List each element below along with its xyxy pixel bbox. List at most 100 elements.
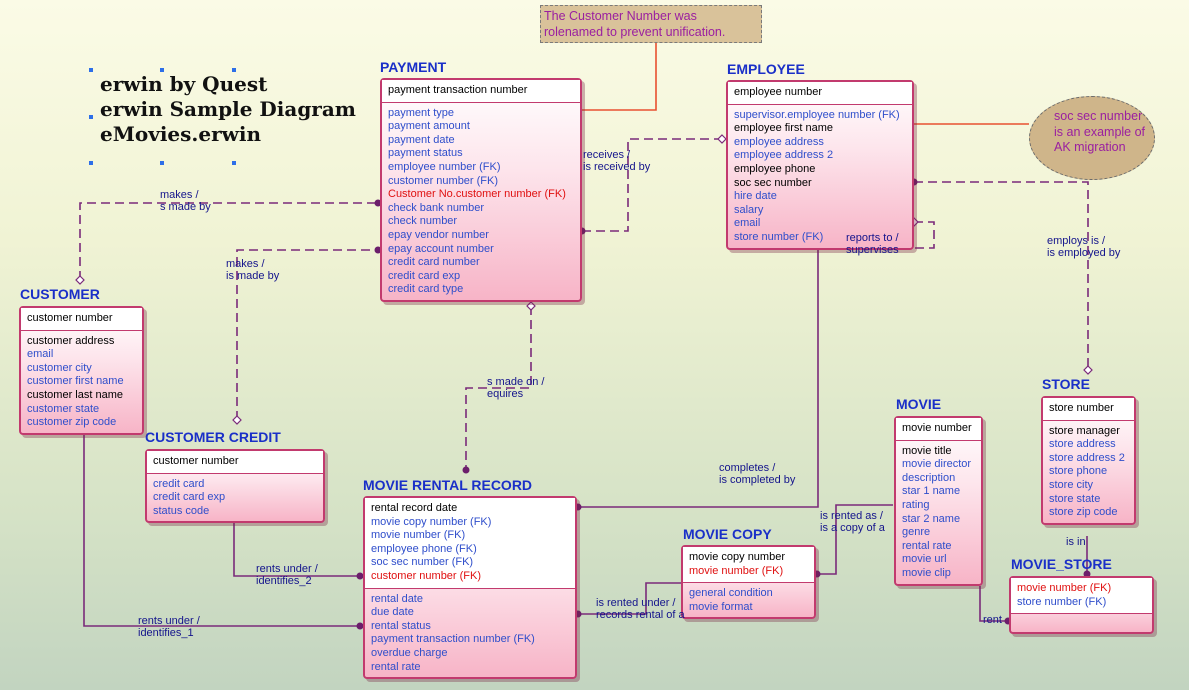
banner-line: eMovies.erwin: [100, 122, 261, 146]
attribute[interactable]: rental rate: [371, 660, 421, 673]
attribute[interactable]: soc sec number: [734, 176, 812, 189]
attribute[interactable]: hire date: [734, 190, 777, 203]
attribute[interactable]: store address: [1049, 438, 1116, 451]
attribute[interactable]: employee address: [734, 135, 824, 148]
attribute[interactable]: customer zip code: [27, 416, 117, 429]
attribute[interactable]: store phone: [1049, 465, 1108, 478]
attribute[interactable]: store state: [1049, 492, 1101, 505]
key-attribute[interactable]: employee phone (FK): [371, 542, 477, 555]
rel-label-line: is received by: [583, 161, 651, 173]
attribute[interactable]: payment status: [388, 147, 463, 160]
attribute[interactable]: customer state: [27, 402, 100, 415]
attribute[interactable]: due date: [371, 606, 414, 619]
attribute[interactable]: employee address 2: [734, 149, 834, 162]
attribute[interactable]: supervisor.employee number (FK): [734, 108, 900, 121]
attribute[interactable]: rating: [902, 498, 930, 511]
banner-line: erwin by Quest: [100, 72, 268, 96]
entity-movie-store[interactable]: movie number (FK)store number (FK): [1009, 576, 1154, 634]
rel-movie-moviestore: [979, 586, 1008, 622]
key-attribute[interactable]: customer number: [27, 312, 113, 324]
attribute[interactable]: credit card exp: [153, 491, 226, 504]
attribute[interactable]: payment date: [388, 133, 455, 146]
key-attribute[interactable]: soc sec number (FK): [371, 556, 474, 569]
primary-key-section: store number: [1043, 398, 1134, 421]
attribute[interactable]: genre: [902, 526, 931, 539]
attribute[interactable]: payment transaction number (FK): [371, 633, 535, 646]
attribute[interactable]: general condition: [689, 587, 773, 600]
attribute[interactable]: store zip code: [1049, 506, 1118, 519]
attribute[interactable]: movie url: [902, 553, 947, 566]
key-attribute[interactable]: movie number (FK): [689, 564, 784, 577]
attribute[interactable]: employee first name: [734, 122, 834, 135]
attribute[interactable]: credit card: [153, 477, 205, 490]
attribute[interactable]: movie title: [902, 444, 952, 457]
key-attribute[interactable]: customer number (FK): [371, 569, 482, 582]
note-soc-sec[interactable]: soc sec number is an example of AK migra…: [1029, 96, 1155, 180]
key-attribute[interactable]: employee number: [734, 86, 823, 98]
attribute[interactable]: Customer No.customer number (FK): [388, 188, 566, 201]
key-attribute[interactable]: rental record date: [371, 502, 458, 514]
rel-label-line: makes /: [226, 258, 265, 270]
attribute[interactable]: employee number (FK): [388, 160, 501, 173]
key-attribute[interactable]: movie number: [902, 422, 972, 434]
attribute[interactable]: customer city: [27, 361, 92, 374]
attribute[interactable]: store address 2: [1049, 451, 1125, 464]
attribute[interactable]: salary: [734, 203, 764, 216]
attribute[interactable]: customer first name: [27, 375, 124, 388]
note-line: AK migration: [1054, 140, 1126, 154]
entity-employee[interactable]: employee number supervisor.employee numbe…: [726, 80, 914, 250]
attribute[interactable]: rental date: [371, 592, 423, 605]
attribute[interactable]: customer last name: [27, 388, 123, 401]
key-attribute[interactable]: movie copy number: [689, 551, 785, 563]
attribute[interactable]: credit card exp: [388, 269, 461, 282]
attribute[interactable]: movie format: [689, 600, 753, 613]
note-customer-number[interactable]: The Customer Number was rolenamed to pre…: [540, 5, 762, 43]
attribute[interactable]: star 2 name: [902, 512, 961, 525]
attribute[interactable]: star 1 name: [902, 485, 961, 498]
rel-label-line: is employed by: [1047, 247, 1121, 259]
attribute[interactable]: status code: [153, 504, 210, 517]
attribute[interactable]: store number (FK): [734, 230, 824, 243]
attribute[interactable]: overdue charge: [371, 646, 448, 659]
key-attribute[interactable]: store number: [1049, 402, 1114, 414]
attribute[interactable]: epay vendor number: [388, 228, 489, 241]
rel-label-line: is rented as /: [820, 510, 883, 522]
attribute[interactable]: email: [734, 217, 761, 230]
key-attribute[interactable]: movie copy number (FK): [371, 515, 492, 528]
note-line: rolenamed to prevent unification.: [544, 25, 726, 39]
attribute[interactable]: payment amount: [388, 120, 470, 133]
key-attribute[interactable]: customer number: [153, 455, 239, 467]
attribute[interactable]: epay account number: [388, 242, 494, 255]
attribute[interactable]: credit card type: [388, 283, 464, 296]
attribute[interactable]: email: [27, 348, 54, 361]
attribute[interactable]: rental rate: [902, 539, 952, 552]
attribute[interactable]: description: [902, 471, 956, 484]
rel-copy-rental: [578, 582, 683, 615]
attribute[interactable]: rental status: [371, 619, 431, 632]
attribute[interactable]: payment type: [388, 106, 455, 119]
attribute[interactable]: customer number (FK): [388, 174, 499, 187]
attribute[interactable]: credit card number: [388, 256, 480, 269]
attribute[interactable]: employee phone: [734, 162, 816, 175]
attribute[interactable]: store manager: [1049, 424, 1120, 437]
attribute[interactable]: store city: [1049, 478, 1094, 491]
key-attribute[interactable]: store number (FK): [1017, 595, 1107, 608]
attribute[interactable]: movie clip: [902, 566, 951, 579]
attribute[interactable]: movie director: [902, 458, 972, 471]
entity-title-payment: PAYMENT: [380, 59, 447, 75]
key-attribute[interactable]: movie number (FK): [371, 529, 466, 542]
attribute[interactable]: check bank number: [388, 201, 484, 214]
attribute[interactable]: customer address: [27, 334, 115, 347]
attribute-section: [1011, 614, 1152, 621]
attribute[interactable]: check number: [388, 215, 458, 228]
key-attribute[interactable]: movie number (FK): [1017, 582, 1112, 594]
key-attribute[interactable]: payment transaction number: [388, 84, 528, 96]
